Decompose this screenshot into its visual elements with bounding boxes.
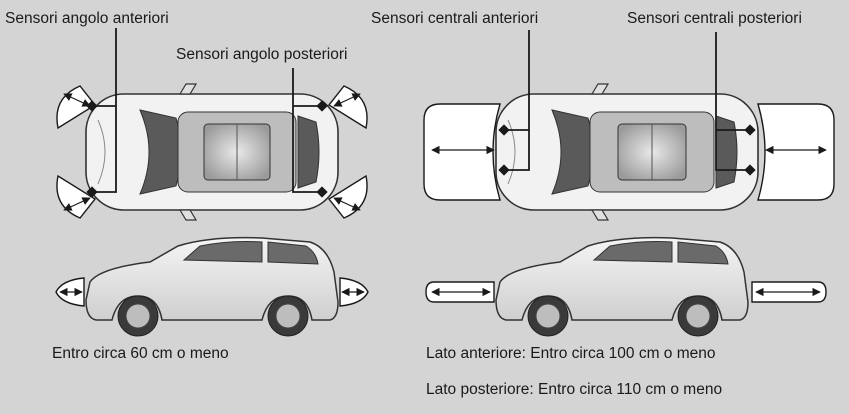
side-view-car-right (495, 236, 749, 337)
side-zones-left (55, 277, 369, 307)
label-front-center-sensors: Sensori centrali anteriori (371, 10, 539, 27)
label-front-corner-sensors: Sensori angolo anteriori (5, 10, 169, 27)
label-rear-center-sensors: Sensori centrali posteriori (627, 10, 802, 27)
center-zones-right-car (423, 103, 835, 201)
range-center-front-text: Lato anteriore: Entro circa 100 cm o men… (426, 345, 716, 362)
range-corner-text: Entro circa 60 cm o meno (52, 345, 229, 362)
range-center-rear-text: Lato posteriore: Entro circa 110 cm o me… (426, 381, 723, 398)
side-zones-right (425, 281, 827, 303)
top-view-car-right (495, 83, 759, 221)
label-rear-corner-sensors: Sensori angolo posteriori (176, 46, 348, 63)
corner-zones-left-car (56, 85, 368, 219)
top-view-car-left (85, 83, 339, 221)
side-view-car-left (85, 236, 339, 337)
